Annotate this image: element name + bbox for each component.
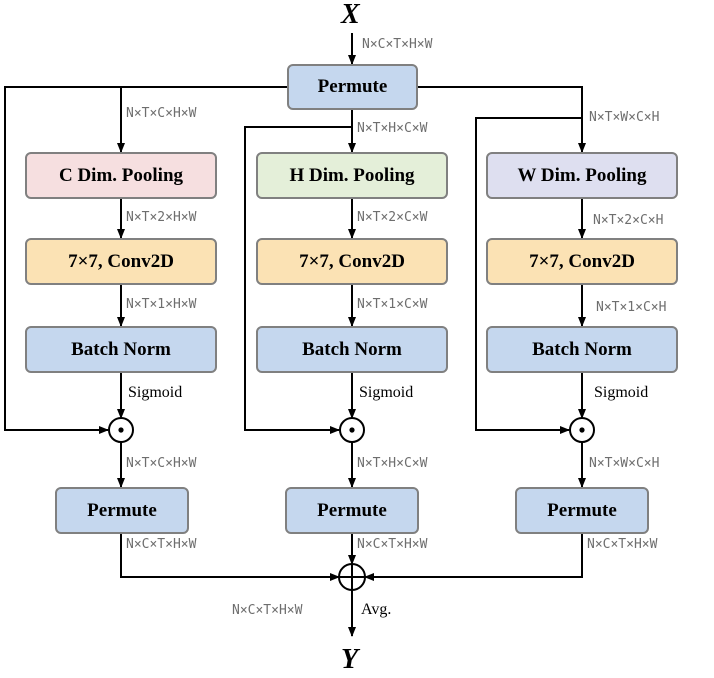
dim-b1-in: N×T×C×H×W [126,106,197,121]
edge-b2-skip [244,126,352,434]
batch-norm-box-2: Batch Norm [256,326,448,373]
dim-b3-pool: N×T×2×C×H [593,213,664,228]
dim-b2-mult: N×T×H×C×W [357,456,428,471]
dim-b3-out: N×C×T×H×W [587,537,658,552]
batch-norm-box-1: Batch Norm [25,326,217,373]
conv2d-box-2: 7×7, Conv2D [256,238,448,285]
dim-b2-conv: N×T×1×C×W [357,297,428,312]
permute-top-box: Permute [287,64,418,110]
dim-b2-in: N×T×H×C×W [357,121,428,136]
dim-input: N×C×T×H×W [362,37,433,52]
sigmoid-label-1: Sigmoid [128,384,183,401]
edge-b1-skip [4,86,287,434]
dim-b3-in: N×T×W×C×H [589,110,660,125]
dim-b1-mult: N×T×C×H×W [126,456,197,471]
w-dim-pooling-box: W Dim. Pooling [486,152,678,199]
dim-b2-out: N×C×T×H×W [357,537,428,552]
input-label: X [341,0,360,30]
sum-node-plus [339,564,365,590]
dim-b1-out: N×C×T×H×W [126,537,197,552]
dim-b3-conv: N×T×1×C×H [596,300,667,315]
avg-label: Avg. [361,601,392,618]
dim-b2-pool: N×T×2×C×W [357,210,428,225]
edge-b3-skip [475,117,582,434]
c-dim-pooling-box: C Dim. Pooling [25,152,217,199]
edge-b3-sum [364,534,583,581]
sigmoid-label-3: Sigmoid [594,384,649,401]
dim-output: N×C×T×H×W [232,603,303,618]
permute-box-1: Permute [55,487,189,534]
sigmoid-label-2: Sigmoid [359,384,414,401]
permute-box-3: Permute [515,487,649,534]
h-dim-pooling-box: H Dim. Pooling [256,152,448,199]
permute-box-2: Permute [285,487,419,534]
dim-b1-conv: N×T×1×H×W [126,297,197,312]
conv2d-box-3: 7×7, Conv2D [486,238,678,285]
batch-norm-box-3: Batch Norm [486,326,678,373]
edge-b1-sum [120,534,340,581]
multiply-dot-3 [579,427,585,433]
dim-b3-mult: N×T×W×C×H [589,456,660,471]
conv2d-box-1: 7×7, Conv2D [25,238,217,285]
edge-permute-branch3 [418,86,586,153]
output-label: Y [341,644,359,675]
dim-b1-pool: N×T×2×H×W [126,210,197,225]
multiply-dot-1 [118,427,124,433]
multiply-dot-2 [349,427,355,433]
